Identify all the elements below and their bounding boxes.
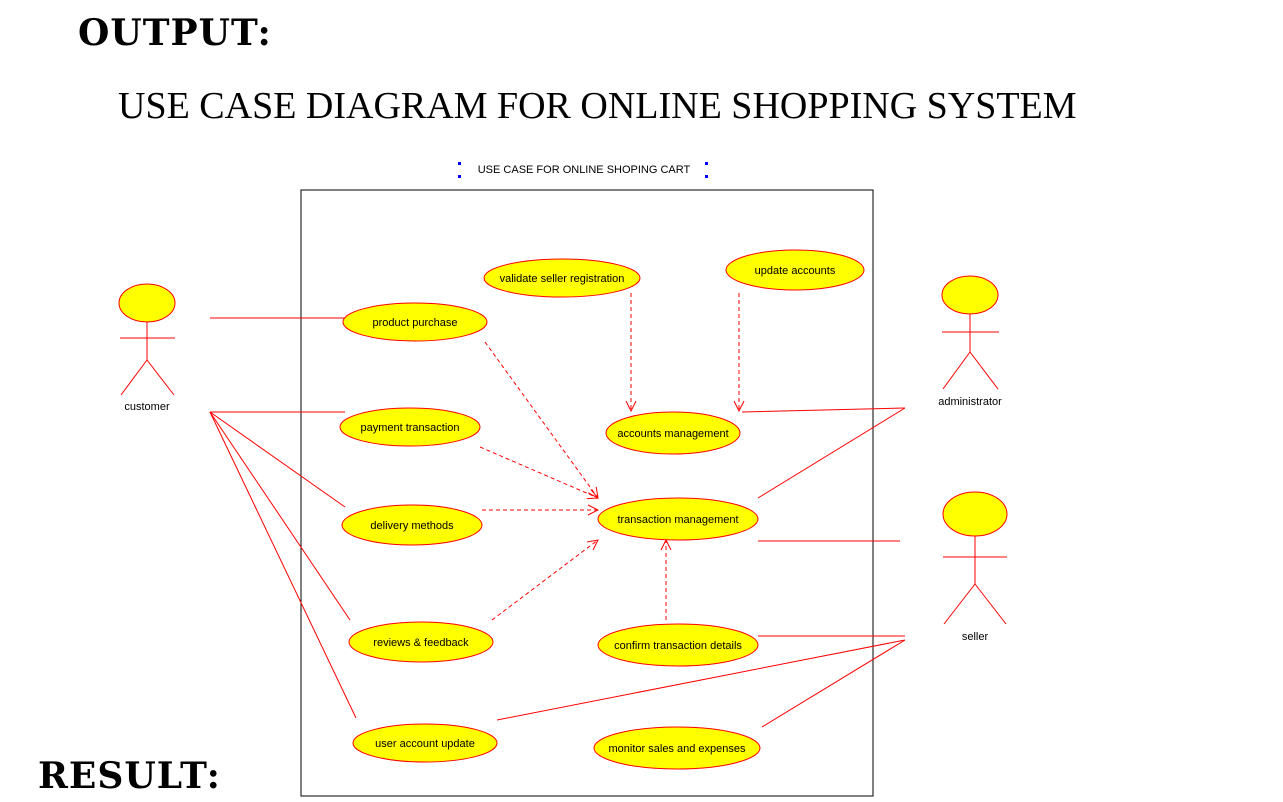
use-case-product-purchase [342,302,488,342]
use-case-label: confirm transaction details [614,640,742,652]
actor-customer-label: customer [124,401,170,413]
dependencies [479,293,739,621]
dep-payment-transaction [479,446,598,498]
associations [209,317,906,728]
actor-customer [118,283,176,396]
actor-administrator [941,275,999,390]
output-heading: OUTPUT: [78,12,272,54]
use-case-label: reviews & feedback [373,637,469,649]
use-case-label: update accounts [755,265,836,277]
assoc-admin-accounts-management [741,407,906,413]
actor-seller-label: seller [962,631,989,643]
selection-handle [458,175,461,178]
use-case-confirm-transaction-details [597,623,759,667]
use-case-label: user account update [375,738,475,750]
use-case-reviews-feedback [348,621,494,663]
use-case-update-accounts [725,249,865,291]
use-case-delivery-methods [341,504,483,546]
use-case-label: delivery methods [370,520,454,532]
assoc-customer-user-account-update [209,411,357,719]
use-case-label: validate seller registration [500,273,625,285]
selection-handle [705,175,708,178]
use-case-payment-transaction [339,407,481,447]
use-case-label: transaction management [617,514,738,526]
assoc-seller-monitor-sales [761,639,906,728]
actor-administrator-label: administrator [938,396,1002,408]
use-case-label: payment transaction [360,422,459,434]
use-case-label: monitor sales and expenses [609,743,746,755]
dep-product-transaction [484,341,598,498]
use-case-monitor-sales-expenses [593,726,761,770]
actor-seller [942,491,1008,625]
use-case-accounts-management [605,411,741,455]
use-case-validate-seller-registration [483,258,641,298]
result-heading: RESULT: [38,755,221,797]
assoc-seller-user-account-update [496,639,906,721]
assoc-customer-delivery-methods [209,411,346,508]
boundary-label: USE CASE FOR ONLINE SHOPING CART [478,164,691,176]
assoc-admin-transaction-management [757,407,906,499]
use-case-user-account-update [352,723,498,763]
use-case-label: accounts management [617,428,728,440]
use-case-transaction-management [597,497,759,541]
selection-handle [705,162,708,165]
use-case-label: product purchase [373,317,458,329]
page-title: USE CASE DIAGRAM FOR ONLINE SHOPPING SYS… [118,85,1077,127]
dep-reviews-transaction [491,540,598,621]
system-boundary [300,189,874,797]
assoc-customer-reviews-feedback [209,411,351,621]
selection-handle [458,162,461,165]
